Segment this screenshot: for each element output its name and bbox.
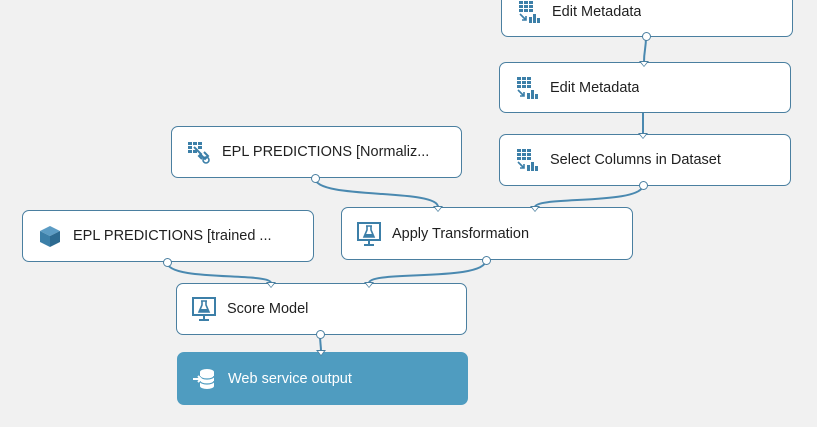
input-port[interactable] — [638, 133, 648, 139]
apply-transformation-node[interactable]: Apply Transformation — [341, 207, 633, 260]
flask-monitor-icon — [189, 294, 219, 324]
node-label: Edit Metadata — [552, 4, 642, 20]
output-port[interactable] — [482, 256, 491, 265]
output-port[interactable] — [642, 32, 651, 41]
flask-monitor-icon — [354, 219, 384, 249]
edit-metadata-node[interactable]: Edit Metadata — [499, 62, 791, 113]
transform-icon — [184, 137, 214, 167]
table-edit-icon — [514, 0, 544, 27]
wire-select-columns-to-apply-transformation — [534, 184, 644, 208]
output-port[interactable] — [163, 258, 172, 267]
table-edit-icon — [512, 73, 542, 103]
input-port[interactable] — [364, 282, 374, 288]
output-port[interactable] — [311, 174, 320, 183]
node-label: Edit Metadata — [550, 79, 640, 96]
score-model-node[interactable]: Score Model — [176, 283, 467, 335]
database-output-icon — [190, 364, 220, 394]
node-label: Select Columns in Dataset — [550, 152, 721, 168]
edit-metadata-node[interactable]: Edit Metadata — [501, 0, 793, 37]
select-columns-node[interactable]: Select Columns in Dataset — [499, 134, 791, 186]
wire-normalize-to-apply-transformation — [314, 177, 439, 208]
input-port[interactable] — [530, 206, 540, 212]
node-label: Web service output — [228, 370, 352, 387]
node-label: Apply Transformation — [392, 225, 530, 242]
table-edit-icon — [512, 145, 542, 175]
web-service-output-node[interactable]: Web service output — [177, 352, 468, 405]
input-port[interactable] — [639, 61, 649, 67]
node-label: Score Model — [227, 301, 309, 317]
node-label: EPL PREDICTIONS [trained ... — [73, 228, 272, 244]
epl-trained-model-node[interactable]: EPL PREDICTIONS [trained ... — [22, 210, 314, 262]
output-port[interactable] — [316, 330, 325, 339]
input-port[interactable] — [433, 206, 443, 212]
node-label: EPL PREDICTIONS [Normaliz... — [222, 144, 430, 160]
wire-trained-model-to-score-model — [166, 261, 272, 284]
output-port[interactable] — [639, 181, 648, 190]
cube-icon — [35, 221, 65, 251]
wire-apply-transformation-to-score-model — [368, 259, 487, 284]
input-port[interactable] — [266, 282, 276, 288]
input-port[interactable] — [316, 350, 326, 356]
epl-normalize-transform-node[interactable]: EPL PREDICTIONS [Normaliz... — [171, 126, 462, 178]
